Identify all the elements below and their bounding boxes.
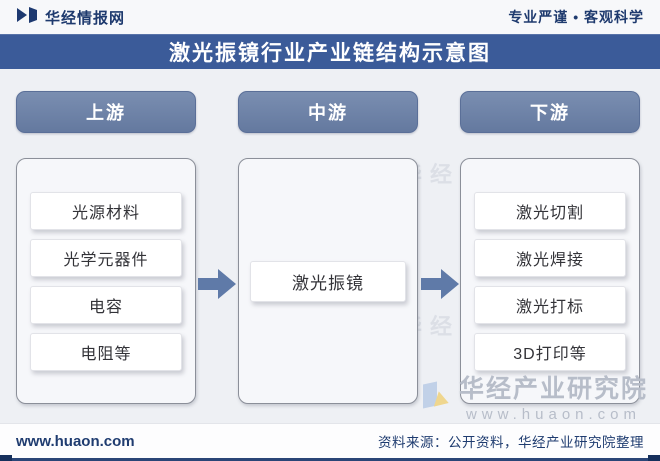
upstream-item: 光学元器件 <box>30 239 182 277</box>
arrow-right-icon <box>421 265 459 308</box>
brand-logo-icon <box>16 6 38 29</box>
watermark: 华经产业研究院 www.huaon.com <box>421 369 648 423</box>
stage-header-downstream: 下游 <box>460 91 640 133</box>
arrow-right-icon <box>198 265 236 308</box>
watermark-logo-icon <box>421 379 452 413</box>
footer-source-note: 资料来源：公开资料，华经产业研究院整理 <box>378 435 644 450</box>
stage-header-midstream: 中游 <box>238 91 418 133</box>
upstream-column: 上游 光源材料 光学元器件 电容 电阻等 <box>16 91 196 423</box>
footer-bar: www.huaon.com 资料来源：公开资料，华经产业研究院整理 <box>0 423 660 461</box>
downstream-column: 下游 激光切割 激光焊接 激光打标 3D打印等 <box>460 91 640 423</box>
midstream-panel: 激光振镜 <box>238 158 418 404</box>
top-header: 华经情报网 专业严谨 • 客观科学 <box>0 0 660 34</box>
brand-name: 华经情报网 <box>45 9 126 27</box>
title-bar: 激光振镜行业产业链结构示意图 <box>0 34 660 69</box>
upstream-panel: 光源材料 光学元器件 电容 电阻等 <box>16 158 196 404</box>
stage-header-upstream: 上游 <box>16 91 196 133</box>
brand: 华经情报网 <box>16 6 125 29</box>
upstream-item: 光源材料 <box>30 192 182 230</box>
upstream-item: 电阻等 <box>30 333 182 371</box>
downstream-item: 激光打标 <box>474 286 626 324</box>
downstream-panel: 激光切割 激光焊接 激光打标 3D打印等 <box>460 158 640 404</box>
upstream-item: 电容 <box>30 286 182 324</box>
midstream-item: 激光振镜 <box>249 260 407 302</box>
downstream-item: 3D打印等 <box>474 333 626 371</box>
downstream-item: 激光切割 <box>474 192 626 230</box>
diagram-area: 华经产业研究院 华经产业研究院 上游 光源材料 光学元器件 电容 电阻等 中游 … <box>0 69 660 423</box>
watermark-title: 华经产业研究院 <box>458 375 648 403</box>
footer-site-url: www.huaon.com <box>16 432 135 450</box>
header-tagline: 专业严谨 • 客观科学 <box>508 9 644 25</box>
watermark-url: www.huaon.com <box>465 406 642 423</box>
page-title: 激光振镜行业产业链结构示意图 <box>169 41 491 65</box>
midstream-column: 中游 激光振镜 <box>238 91 418 423</box>
downstream-item: 激光焊接 <box>474 239 626 277</box>
